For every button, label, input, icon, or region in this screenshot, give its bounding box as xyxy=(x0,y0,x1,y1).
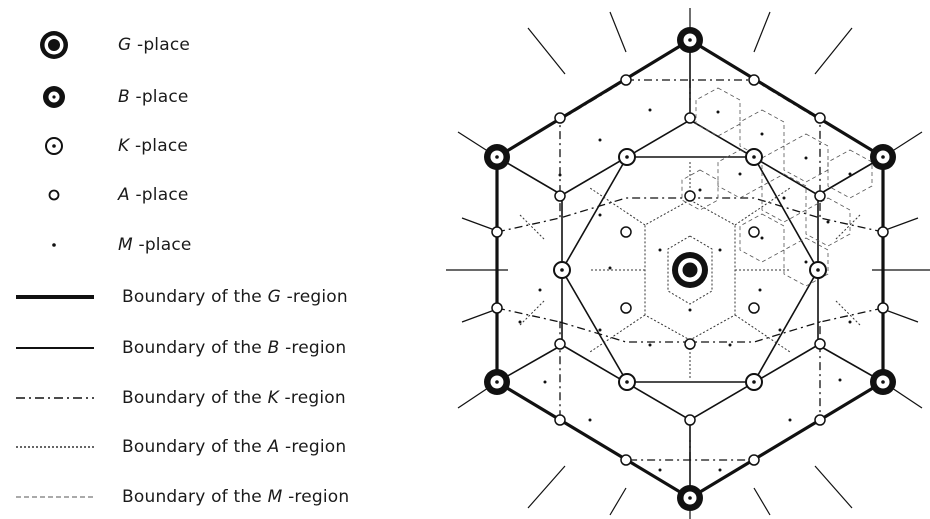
dotted-line-icon xyxy=(16,446,94,448)
k-place xyxy=(618,148,636,166)
solid-line-icon xyxy=(16,347,94,349)
g-place xyxy=(672,252,708,288)
legend-label-b-boundary: Boundary of the B -region xyxy=(122,338,347,358)
k-place xyxy=(809,261,827,279)
legend-row-a-place: A -place xyxy=(0,177,430,213)
legend-row-m-boundary: Boundary of the M -region xyxy=(0,479,430,515)
m-places xyxy=(518,108,852,472)
legend-label-k-place: K -place xyxy=(118,136,189,156)
b-place xyxy=(677,485,703,511)
legend-label-g-boundary: Boundary of the G -region xyxy=(122,287,348,307)
m-region-boundaries xyxy=(681,87,873,287)
legend-row-k-boundary: Boundary of the K -region xyxy=(0,380,430,416)
heavy-solid-line-icon xyxy=(16,295,94,299)
b-place xyxy=(484,369,510,395)
legend-label-b-place: B -place xyxy=(118,87,189,107)
legend-label-k-boundary: Boundary of the K -region xyxy=(122,388,346,408)
legend-row-m-place: M -place xyxy=(0,227,430,263)
legend-label-m-place: M -place xyxy=(118,235,192,255)
legend: G -place B -place K -place A -place xyxy=(0,0,430,519)
legend-row-g-boundary: Boundary of the G -region xyxy=(0,279,430,315)
b-place xyxy=(870,144,896,170)
legend-row-b-boundary: Boundary of the B -region xyxy=(0,330,430,366)
b-place-symbol-icon xyxy=(43,86,65,108)
b-place xyxy=(677,27,703,53)
b-places xyxy=(484,27,896,511)
m-place-symbol-icon xyxy=(52,243,56,247)
legend-label-a-boundary: Boundary of the A -region xyxy=(122,437,347,457)
legend-row-g-place: G -place xyxy=(0,27,430,63)
legend-row-b-place: B -place xyxy=(0,79,430,115)
legend-label-a-place: A -place xyxy=(118,185,189,205)
g-place-symbol-icon xyxy=(40,31,68,59)
legend-row-a-boundary: Boundary of the A -region xyxy=(0,429,430,465)
k-place xyxy=(745,148,763,166)
legend-label-g-place: G -place xyxy=(118,35,191,55)
k-place xyxy=(553,261,571,279)
legend-label-m-boundary: Boundary of the M -region xyxy=(122,487,350,507)
b-place xyxy=(870,369,896,395)
legend-row-k-place: K -place xyxy=(0,128,430,164)
a-place-symbol-icon xyxy=(48,189,60,201)
k-places xyxy=(553,148,827,391)
dash-dot-line-icon xyxy=(16,397,94,399)
a-places xyxy=(491,74,889,466)
k-place xyxy=(745,373,763,391)
k-place xyxy=(618,373,636,391)
k-place-symbol-icon xyxy=(45,137,63,155)
fine-dashed-line-icon xyxy=(16,496,94,498)
b-place xyxy=(484,144,510,170)
hexagonal-region-diagram xyxy=(446,8,930,519)
